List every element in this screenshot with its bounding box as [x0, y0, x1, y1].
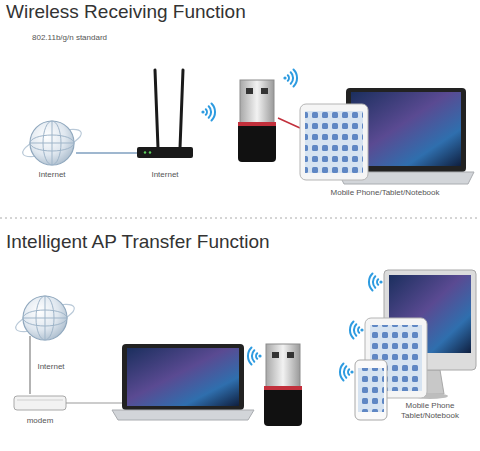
- globe-axis: [45, 296, 46, 340]
- wifi-arc: [377, 279, 378, 285]
- wifi-arc: [252, 350, 254, 361]
- wifi-arc: [294, 70, 298, 87]
- wifi-arc: [209, 106, 211, 117]
- standard-note: 802.11b/g/n standard: [32, 34, 107, 43]
- laptop-screen: [127, 348, 239, 406]
- phone-body: [355, 360, 387, 420]
- globe-body: [23, 296, 67, 340]
- wifi-signal: [369, 274, 383, 291]
- wifi-dot: [283, 76, 286, 79]
- tablet-body: [300, 104, 368, 180]
- device-label: modem: [27, 416, 54, 426]
- usb-dongle: [238, 80, 276, 162]
- globe-icon: [13, 296, 77, 340]
- usb-hole: [261, 88, 268, 94]
- tablet-screen: [305, 111, 363, 173]
- device-label: Mobile Phone Tablet/Notebook: [394, 401, 466, 421]
- wifi-dot: [258, 354, 261, 357]
- wifi-signal: [283, 70, 297, 87]
- device-label: Internet: [151, 170, 178, 180]
- device-node: Internet: [22, 296, 68, 336]
- wifi-arc: [248, 348, 252, 365]
- wifi-arc: [212, 104, 216, 121]
- globe-icon: [20, 121, 84, 165]
- device-node: Mobile Phone Tablet/Notebook: [340, 270, 478, 398]
- phone-screen: [358, 368, 384, 412]
- network-cable: [29, 336, 31, 394]
- dongle-rim: [238, 122, 276, 126]
- wifi-arc: [340, 364, 344, 381]
- wifi-arc: [344, 366, 346, 377]
- wifi-arc: [373, 276, 375, 287]
- modem-icon: [14, 396, 66, 410]
- laptop-bezel: [122, 344, 244, 410]
- laptop-icon: [112, 344, 254, 420]
- usb-hole: [287, 352, 294, 358]
- tablet-icon: [300, 104, 368, 180]
- dongle-body: [238, 122, 276, 162]
- wifi-arc: [256, 353, 257, 359]
- dongle-rim: [264, 386, 302, 390]
- wifi-signal: [201, 104, 215, 121]
- wifi-arc: [288, 75, 289, 81]
- phone-icon: [355, 360, 387, 420]
- wifi-signal: [350, 322, 364, 339]
- usb-connector: [266, 344, 300, 388]
- wifi-arc: [348, 369, 349, 375]
- usb-hole: [272, 352, 279, 358]
- globe-body: [30, 121, 74, 165]
- section-heading: Wireless Receiving Function: [6, 2, 246, 23]
- wifi-dot: [350, 370, 353, 373]
- wifi-dot: [201, 110, 204, 113]
- router-led: [149, 151, 151, 153]
- device-label: Mobile Phone/Tablet/Notebook: [331, 188, 440, 198]
- wifi-dot: [360, 328, 363, 331]
- wifi-signal: [340, 364, 354, 381]
- usb-connector: [240, 80, 274, 124]
- device-label: Internet: [38, 170, 65, 180]
- wifi-arc: [358, 327, 359, 333]
- separator-line: [0, 218, 480, 219]
- wifi-arc: [354, 324, 356, 335]
- router-body: [137, 147, 193, 158]
- wifi-arc: [291, 72, 293, 83]
- wifi-arc: [206, 109, 207, 115]
- laptop-base: [112, 410, 254, 420]
- pointer-line: [278, 118, 300, 128]
- router-led: [144, 151, 146, 153]
- wifi-arc: [369, 274, 373, 291]
- router-antenna: [180, 70, 183, 148]
- dongle-body: [264, 386, 302, 426]
- modem-body: [14, 396, 66, 410]
- router-icon: [137, 70, 193, 158]
- device-node: modem: [14, 394, 66, 412]
- globe-axis: [52, 121, 53, 165]
- device-label: Internet: [37, 362, 64, 372]
- usb-dongle: [264, 344, 302, 426]
- wifi-dot: [379, 280, 382, 283]
- usb-hole: [246, 88, 253, 94]
- wifi-arc: [350, 322, 354, 339]
- device-node: Internet: [28, 120, 76, 166]
- wifi-signal: [248, 348, 262, 365]
- device-node: Internet: [137, 68, 193, 160]
- modem-edge: [17, 400, 63, 401]
- device-node: Mobile Phone/Tablet/Notebook: [298, 86, 472, 186]
- router-antenna: [155, 70, 158, 148]
- section-heading: Intelligent AP Transfer Function: [6, 232, 270, 253]
- modem-wire: [66, 402, 122, 403]
- network-cable: [76, 152, 137, 154]
